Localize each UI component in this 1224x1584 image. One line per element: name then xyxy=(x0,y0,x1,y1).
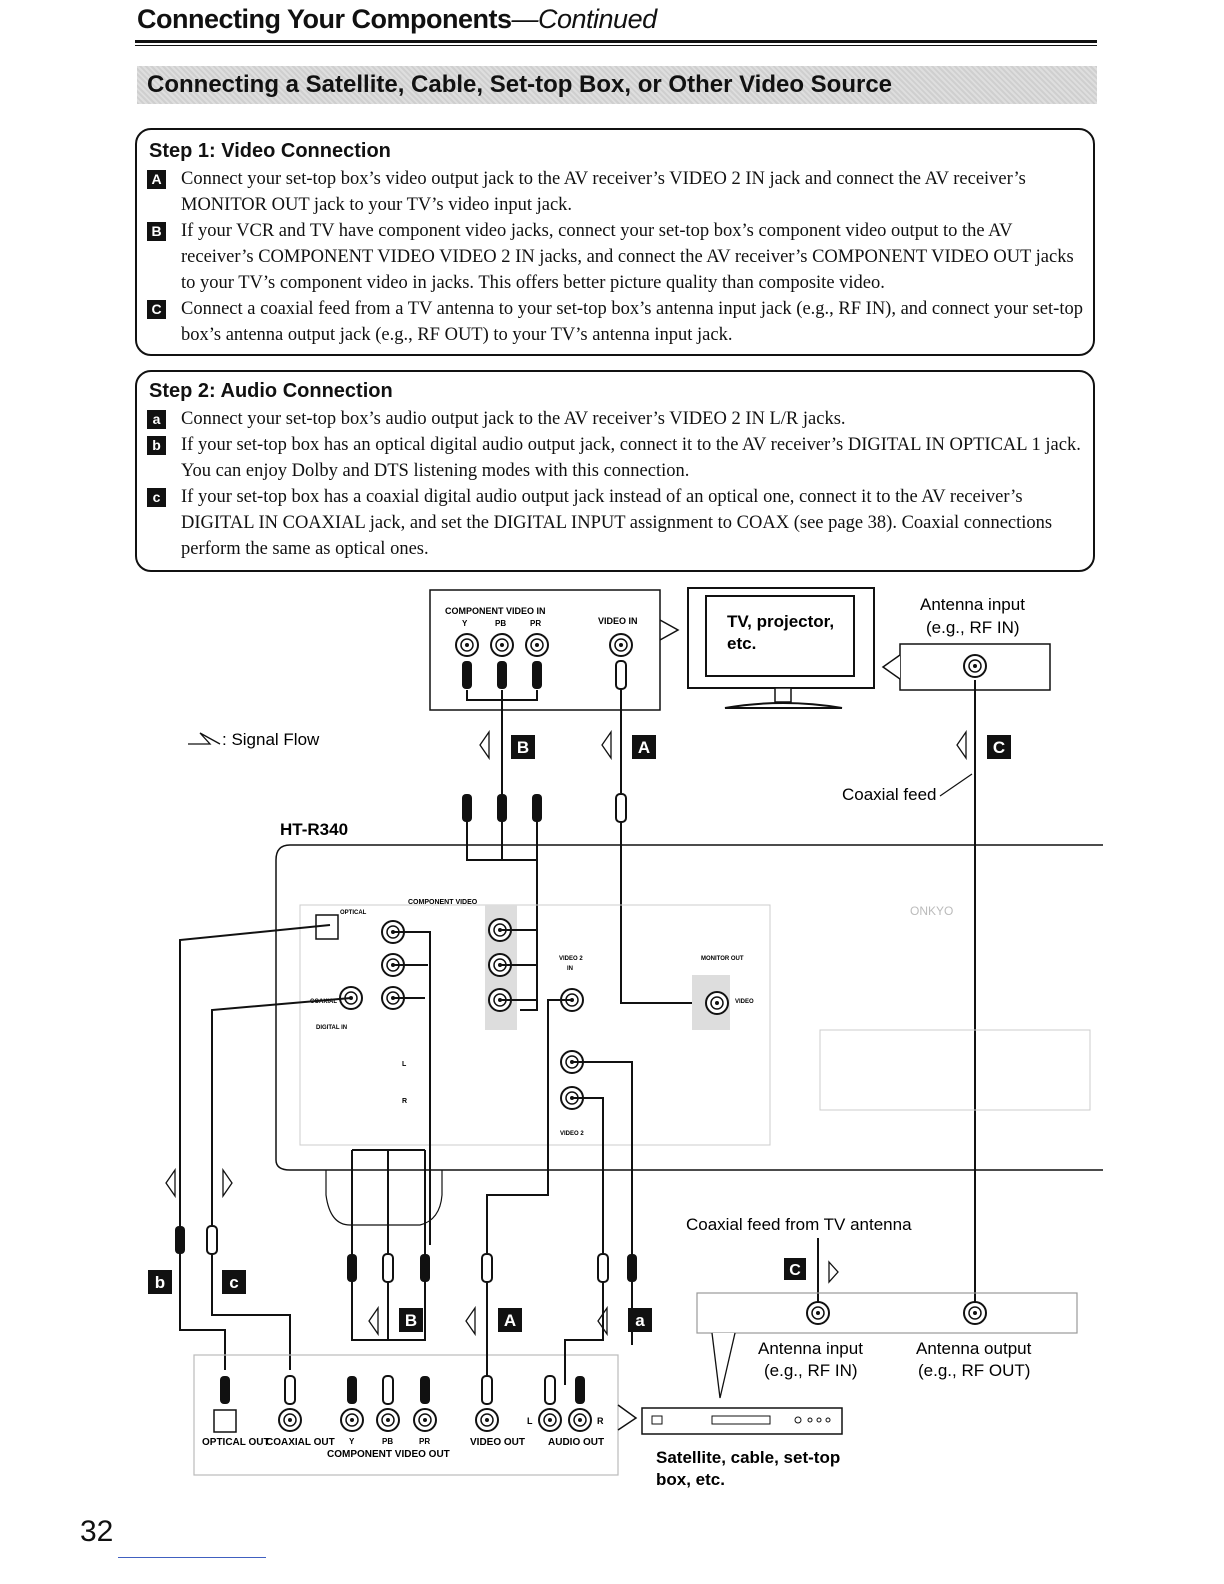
tv-icon: TV, projector, etc. xyxy=(687,587,875,709)
rcv-coaxial-label: COAXIAL xyxy=(310,999,337,1005)
header-rule-thin xyxy=(135,45,1097,46)
rcv-monitor-out-label: MONITOR OUT xyxy=(701,956,744,962)
step1-item-c-text: Connect a coaxial feed from a TV antenna… xyxy=(181,299,1083,345)
rcv-r-label: R xyxy=(402,1098,407,1105)
svg-text:ONKYO: ONKYO xyxy=(910,904,953,918)
signal-flow-icon xyxy=(188,732,221,745)
set-top-box-icon: Satellite, cable, set-top box, etc. xyxy=(641,1407,843,1489)
coaxial-feed-from-label: Coaxial feed from TV antenna xyxy=(686,1215,912,1234)
tv-label-2: etc. xyxy=(727,634,756,653)
receiver-rear-panel: ONKYO COMPONENT VIDEO OPTICAL COAXIAL DI… xyxy=(275,844,1103,1226)
tv-component-label: COMPONENT VIDEO IN xyxy=(445,606,546,616)
stb-label-2: box, etc. xyxy=(656,1470,725,1489)
step1-item-b: B If your VCR and TV have component vide… xyxy=(147,218,1083,296)
badge-B-bottom: B xyxy=(405,1311,417,1330)
tv-video-in-label: VIDEO IN xyxy=(598,616,638,626)
step2-item-b: b If your set-top box has an optical dig… xyxy=(147,432,1083,484)
tv-pb-jack xyxy=(490,633,514,657)
stb-antenna-input-example: (e.g., RF IN) xyxy=(764,1361,858,1380)
stb-antenna-input-label: Antenna input xyxy=(758,1339,863,1358)
stb-component-out-label: COMPONENT VIDEO OUT xyxy=(327,1449,450,1460)
badge-A: A xyxy=(147,170,166,189)
badge-A-bottom: A xyxy=(504,1311,516,1330)
step1-title: Step 1: Video Connection xyxy=(149,140,391,162)
step2-item-c: c If your set-top box has a coaxial digi… xyxy=(147,484,1083,562)
step1-item-a: A Connect your set-top box’s video outpu… xyxy=(147,166,1083,218)
stb-r-label: R xyxy=(597,1416,604,1426)
mid-badges: B A C xyxy=(479,729,1011,761)
badge-a: a xyxy=(147,410,166,429)
tv-pb-label: PB xyxy=(495,619,506,628)
stb-output-panel: OPTICAL OUT COAXIAL OUT Y PB PR COMPONEN… xyxy=(193,1282,638,1476)
stb-antenna-output-label: Antenna output xyxy=(916,1339,1032,1358)
badge-A-top: A xyxy=(638,738,650,757)
stb-l-label: L xyxy=(527,1416,533,1426)
receiver-model-label: HT-R340 xyxy=(280,820,348,839)
tv-pr-label: PR xyxy=(530,619,541,628)
antenna-input-top-label: Antenna input xyxy=(920,595,1025,614)
step2-box: Step 2: Audio Connection a Connect your … xyxy=(135,370,1095,572)
rcv-video2-audio-label: VIDEO 2 xyxy=(560,1131,584,1137)
badge-a-bottom: a xyxy=(635,1311,645,1330)
badge-C-top: C xyxy=(993,738,1005,757)
badge-c: c xyxy=(147,488,166,507)
stb-pb-label: PB xyxy=(382,1437,393,1446)
step2-item-a-text: Connect your set-top box’s audio output … xyxy=(181,409,846,429)
stb-pr-label: PR xyxy=(419,1437,430,1446)
stb-optical-out-label: OPTICAL OUT xyxy=(202,1437,270,1448)
header-title: Connecting Your Components xyxy=(137,4,512,34)
step1-item-c: C Connect a coaxial feed from a TV anten… xyxy=(147,296,1083,348)
badge-c-diagram: c xyxy=(229,1273,238,1292)
stb-audio-out-label: AUDIO OUT xyxy=(548,1437,604,1448)
rcv-digital-in-label: DIGITAL IN xyxy=(316,1025,347,1031)
footer-rule xyxy=(118,1557,266,1558)
stb-antenna-panel: Coaxial feed from TV antenna C Antenna i… xyxy=(686,1215,1078,1399)
coaxial-feed-label: Coaxial feed xyxy=(842,785,937,804)
stb-y-label: Y xyxy=(349,1437,355,1446)
rcv-video-label: VIDEO xyxy=(735,999,754,1005)
tv-antenna-jack xyxy=(963,654,987,678)
section-title: Connecting a Satellite, Cable, Set-top B… xyxy=(147,71,893,98)
badge-C: C xyxy=(147,300,166,319)
step2-title: Step 2: Audio Connection xyxy=(149,380,393,402)
step1-item-a-text: Connect your set-top box’s video output … xyxy=(181,169,1026,215)
tv-video-jack xyxy=(609,633,633,657)
tv-antenna-panel: Antenna input (e.g., RF IN) xyxy=(881,595,1051,691)
step2-item-a: a Connect your set-top box’s audio outpu… xyxy=(147,406,1083,432)
signal-flow-label: : Signal Flow xyxy=(222,730,320,749)
step2-item-c-text: If your set-top box has a coaxial digita… xyxy=(181,487,1053,559)
rcv-l-label: L xyxy=(402,1061,407,1068)
rcv-component-label: COMPONENT VIDEO xyxy=(408,899,478,906)
rcv-video2-label: VIDEO 2 xyxy=(559,956,583,962)
rcv-in-label: IN xyxy=(567,966,573,972)
badge-C-bottom: C xyxy=(789,1262,801,1279)
tv-y-jack xyxy=(455,633,479,657)
cables xyxy=(466,680,976,1310)
rcv-optical-label: OPTICAL xyxy=(340,910,367,916)
badge-b: b xyxy=(147,436,166,455)
page-header: Connecting Your Components—Continued xyxy=(137,4,657,35)
badge-B: B xyxy=(147,222,166,241)
stb-antenna-output-example: (e.g., RF OUT) xyxy=(918,1361,1030,1380)
header-rule xyxy=(135,40,1097,43)
tv-pr-jack xyxy=(525,633,549,657)
step2-item-b-text: If your set-top box has an optical digit… xyxy=(181,435,1081,481)
badge-B-top: B xyxy=(517,738,529,757)
tv-y-label: Y xyxy=(462,619,468,628)
antenna-input-top-example: (e.g., RF IN) xyxy=(926,618,1020,637)
stb-label-1: Satellite, cable, set-top xyxy=(656,1448,840,1467)
step1-box: Step 1: Video Connection A Connect your … xyxy=(135,128,1095,356)
tv-label-1: TV, projector, xyxy=(727,612,834,631)
step1-item-b-text: If your VCR and TV have component video … xyxy=(181,221,1074,293)
tv-input-panel: COMPONENT VIDEO IN Y PB PR VIDEO IN xyxy=(429,589,680,711)
stb-coaxial-out-label: COAXIAL OUT xyxy=(266,1437,335,1448)
stb-video-out-label: VIDEO OUT xyxy=(470,1437,525,1448)
badge-b-diagram: b xyxy=(155,1273,165,1292)
page-number: 32 xyxy=(80,1515,114,1548)
header-suffix: —Continued xyxy=(511,4,658,34)
section-banner: Connecting a Satellite, Cable, Set-top B… xyxy=(137,66,1097,104)
